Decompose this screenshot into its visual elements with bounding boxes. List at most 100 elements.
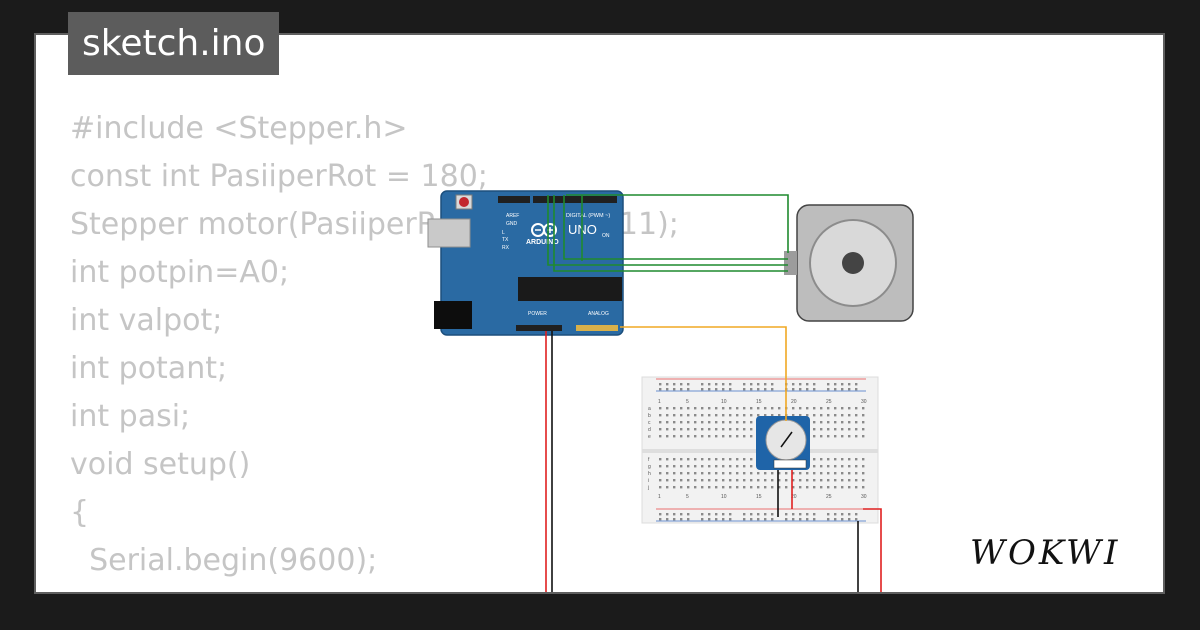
breadboard-hole	[792, 518, 795, 521]
breadboard-hole	[771, 513, 774, 516]
breadboard-hole	[673, 513, 676, 516]
breadboard-label: 30	[861, 494, 867, 500]
breadboard-hole	[701, 388, 704, 391]
breadboard-hole	[862, 458, 865, 461]
breadboard-label: 20	[791, 399, 797, 405]
breadboard-hole	[715, 518, 718, 521]
breadboard-hole	[750, 407, 753, 410]
breadboard-hole	[855, 465, 858, 468]
breadboard-hole	[659, 383, 662, 386]
breadboard-hole	[757, 513, 760, 516]
breadboard-label: 10	[721, 494, 727, 500]
breadboard-hole	[771, 518, 774, 521]
breadboard-label: c	[648, 420, 651, 426]
breadboard-hole	[750, 479, 753, 482]
breadboard-label: 1	[658, 399, 661, 405]
breadboard-hole	[848, 435, 851, 438]
breadboard-hole	[806, 414, 809, 417]
breadboard-hole	[722, 435, 725, 438]
breadboard-hole	[736, 428, 739, 431]
breadboard-label: b	[648, 413, 651, 419]
breadboard-hole	[694, 435, 697, 438]
breadboard-hole	[785, 486, 788, 489]
breadboard-hole	[708, 458, 711, 461]
breadboard-hole	[757, 388, 760, 391]
breadboard-hole	[680, 479, 683, 482]
breadboard-hole	[666, 486, 669, 489]
analog-label: ANALOG	[588, 311, 609, 317]
wokwi-logo-text: WOKWI	[970, 533, 1120, 573]
file-tab[interactable]: sketch.ino	[68, 12, 280, 75]
breadboard-hole	[848, 479, 851, 482]
breadboard-hole	[834, 388, 837, 391]
breadboard-hole	[848, 421, 851, 424]
breadboard-hole	[848, 465, 851, 468]
breadboard-hole	[834, 428, 837, 431]
breadboard-hole	[729, 513, 732, 516]
breadboard-hole	[673, 486, 676, 489]
breadboard-hole	[743, 383, 746, 386]
breadboard-hole	[722, 428, 725, 431]
breadboard-hole	[771, 486, 774, 489]
breadboard-hole	[708, 472, 711, 475]
breadboard-hole	[729, 518, 732, 521]
breadboard-hole	[827, 388, 830, 391]
breadboard-hole	[729, 472, 732, 475]
breadboard-hole	[855, 518, 858, 521]
breadboard-hole	[771, 383, 774, 386]
breadboard-hole	[778, 472, 781, 475]
breadboard-hole	[834, 383, 837, 386]
breadboard-hole	[862, 465, 865, 468]
breadboard-hole	[750, 486, 753, 489]
breadboard-hole	[743, 479, 746, 482]
breadboard-hole	[673, 435, 676, 438]
breadboard-hole	[666, 428, 669, 431]
breadboard-hole	[757, 383, 760, 386]
potentiometer[interactable]	[756, 416, 810, 470]
breadboard-hole	[750, 414, 753, 417]
breadboard-hole	[750, 458, 753, 461]
breadboard-hole	[673, 479, 676, 482]
breadboard-hole	[701, 472, 704, 475]
breadboard-hole	[736, 421, 739, 424]
breadboard-hole	[848, 513, 851, 516]
breadboard-hole	[666, 472, 669, 475]
breadboard-hole	[680, 518, 683, 521]
breadboard-hole	[729, 428, 732, 431]
breadboard-hole	[722, 407, 725, 410]
breadboard-hole	[722, 518, 725, 521]
breadboard-hole	[799, 479, 802, 482]
breadboard-hole	[862, 486, 865, 489]
breadboard-hole	[666, 388, 669, 391]
breadboard-label: 5	[686, 399, 689, 405]
breadboard-hole	[680, 383, 683, 386]
breadboard-hole	[687, 518, 690, 521]
breadboard-hole	[799, 486, 802, 489]
breadboard-hole	[708, 465, 711, 468]
breadboard-hole	[743, 472, 746, 475]
breadboard-hole	[694, 458, 697, 461]
breadboard-hole	[666, 458, 669, 461]
breadboard-hole	[813, 513, 816, 516]
breadboard-hole	[715, 421, 718, 424]
breadboard-hole	[694, 479, 697, 482]
breadboard-hole	[785, 518, 788, 521]
breadboard-label: 5	[686, 494, 689, 500]
breadboard-hole	[743, 435, 746, 438]
breadboard-hole	[848, 458, 851, 461]
breadboard-hole	[687, 458, 690, 461]
breadboard-hole	[764, 383, 767, 386]
breadboard-hole	[722, 421, 725, 424]
breadboard-hole	[757, 407, 760, 410]
breadboard-hole	[855, 458, 858, 461]
breadboard-hole	[848, 414, 851, 417]
on-label: ON	[602, 233, 610, 239]
breadboard-hole	[841, 383, 844, 386]
code-line: Serial.begin(9600);	[70, 543, 378, 578]
arduino-uno-board[interactable]: DIGITAL (PWM ~) AREF GND UNO ARDUINO L T…	[427, 190, 624, 336]
breadboard-hole	[687, 479, 690, 482]
stepper-motor[interactable]	[784, 204, 914, 322]
breadboard-hole	[848, 486, 851, 489]
brand-label: ARDUINO	[526, 239, 559, 246]
breadboard-hole	[841, 479, 844, 482]
